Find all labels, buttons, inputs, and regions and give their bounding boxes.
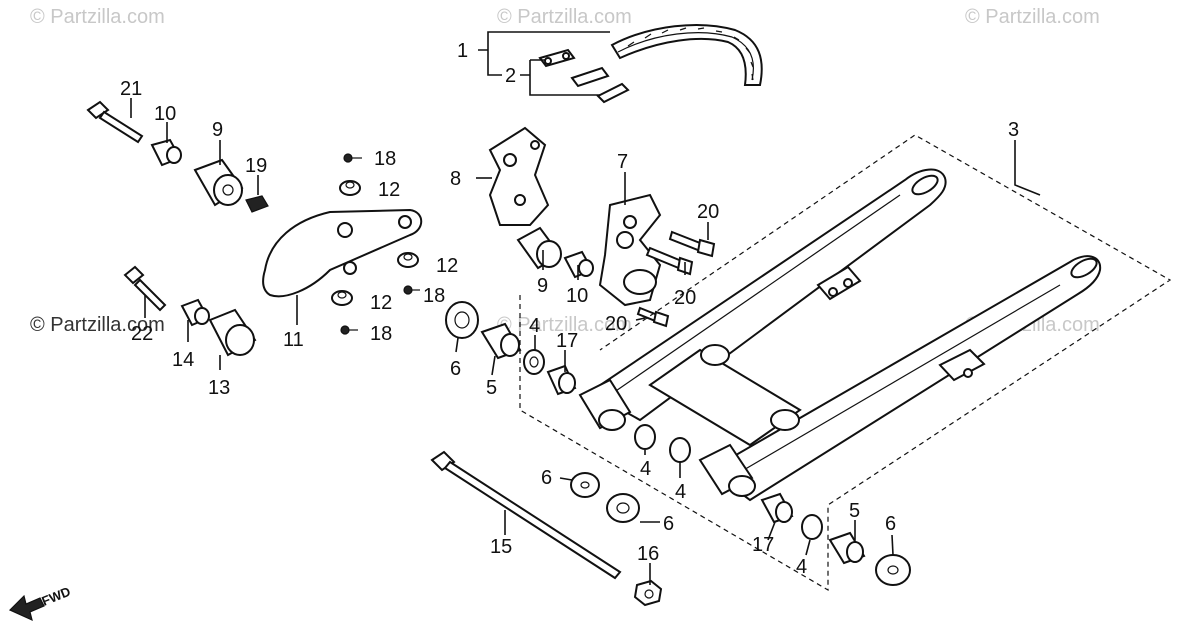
callout-17-a[interactable]: 17 xyxy=(556,330,578,352)
callout-labels: 1 2 3 4 4 4 4 5 5 6 6 6 6 7 8 9 9 10 10 … xyxy=(120,40,1019,578)
callout-14[interactable]: 14 xyxy=(172,349,194,371)
callout-5-b[interactable]: 5 xyxy=(849,500,860,522)
bolt-lower[interactable] xyxy=(123,265,167,312)
rubber-bushing-upper[interactable] xyxy=(193,158,244,207)
forward-direction-indicator: FWD xyxy=(8,584,73,622)
watermark-mid-center: © Partzilla.com xyxy=(497,314,632,336)
callout-6-a[interactable]: 6 xyxy=(450,358,461,380)
callout-20-c[interactable]: 20 xyxy=(605,313,627,335)
callout-3[interactable]: 3 xyxy=(1008,119,1019,141)
forward-arrow-icon xyxy=(8,594,45,622)
collar-upper[interactable] xyxy=(150,138,182,167)
callout-10-b[interactable]: 10 xyxy=(566,285,588,307)
callout-5-a[interactable]: 5 xyxy=(486,377,497,399)
callout-7[interactable]: 7 xyxy=(617,151,628,173)
cotter-pin-18-mid[interactable] xyxy=(403,285,420,295)
watermark-mid-left: © Partzilla.com xyxy=(30,314,165,336)
callout-15[interactable]: 15 xyxy=(490,536,512,558)
callout-9-b[interactable]: 9 xyxy=(537,275,548,297)
chain-master-link[interactable] xyxy=(538,48,630,104)
callout-18-a[interactable]: 18 xyxy=(374,148,396,170)
callout-18-c[interactable]: 18 xyxy=(370,323,392,345)
watermark-top-right: © Partzilla.com xyxy=(965,6,1100,28)
drive-chain[interactable] xyxy=(610,24,763,86)
callout-4-b[interactable]: 4 xyxy=(640,458,651,480)
callout-19[interactable]: 19 xyxy=(245,155,267,177)
dust-seal-6-lower-b[interactable] xyxy=(606,493,640,523)
callout-11[interactable]: 11 xyxy=(283,329,304,351)
chain-slider-bracket[interactable] xyxy=(598,193,662,307)
collar-bracket[interactable] xyxy=(563,250,594,279)
thrust-washer-4-mid[interactable] xyxy=(634,424,656,450)
callout-6-b[interactable]: 6 xyxy=(541,467,552,489)
watermark-top-left: © Partzilla.com xyxy=(30,6,165,28)
nut-16[interactable] xyxy=(633,579,663,607)
leader-lines xyxy=(130,31,1041,585)
callout-2[interactable]: 2 xyxy=(505,65,516,87)
callout-13[interactable]: 13 xyxy=(208,377,230,399)
swingarm[interactable] xyxy=(578,168,1102,502)
callout-1[interactable]: 1 xyxy=(457,40,468,62)
thrust-washer-4-right[interactable] xyxy=(669,437,691,463)
nut-19[interactable] xyxy=(245,195,269,213)
callout-9-a[interactable]: 9 xyxy=(212,119,223,141)
callout-17-b[interactable]: 17 xyxy=(752,534,774,556)
thrust-washer-4-left[interactable] xyxy=(523,349,545,375)
rubber-bushing-lower[interactable] xyxy=(208,308,257,357)
bolt-upper[interactable] xyxy=(86,100,144,144)
callout-4-a[interactable]: 4 xyxy=(529,315,540,337)
callout-12-b[interactable]: 12 xyxy=(436,255,458,277)
watermark-top-center: © Partzilla.com xyxy=(497,6,632,28)
dust-seal-left-upper[interactable] xyxy=(445,301,479,339)
thrust-washer-4-far[interactable] xyxy=(801,514,823,540)
callout-20-b[interactable]: 20 xyxy=(674,287,696,309)
collar-lower[interactable] xyxy=(180,298,210,327)
callout-12-a[interactable]: 12 xyxy=(378,179,400,201)
callout-4-c[interactable]: 4 xyxy=(675,481,686,503)
nut-12-low[interactable] xyxy=(331,290,353,306)
callout-4-d[interactable]: 4 xyxy=(796,556,807,578)
cotter-pin-18-low[interactable] xyxy=(340,325,358,335)
collar-5-right[interactable] xyxy=(828,531,866,565)
caliper-bracket[interactable] xyxy=(488,126,550,226)
callout-20-a[interactable]: 20 xyxy=(697,201,719,223)
needle-bearing-17-left[interactable] xyxy=(546,364,577,396)
forward-label: FWD xyxy=(40,584,73,609)
callout-8[interactable]: 8 xyxy=(450,168,461,190)
dust-seal-6-right[interactable] xyxy=(875,554,911,586)
callout-21[interactable]: 21 xyxy=(120,78,142,100)
callout-10-a[interactable]: 10 xyxy=(154,103,176,125)
callout-6-d[interactable]: 6 xyxy=(885,513,896,535)
callout-22[interactable]: 22 xyxy=(131,323,153,345)
nut-12-top[interactable] xyxy=(339,180,361,196)
torque-link[interactable] xyxy=(262,208,423,298)
bolt-bracket-3[interactable] xyxy=(636,306,670,328)
callout-18-b[interactable]: 18 xyxy=(423,285,445,307)
callout-16[interactable]: 16 xyxy=(637,543,659,565)
pivot-shaft[interactable] xyxy=(430,450,622,580)
rubber-bushing-bracket[interactable] xyxy=(516,226,562,270)
bolt-bracket-1[interactable] xyxy=(668,230,716,258)
collar-5-left[interactable] xyxy=(480,322,522,360)
dust-seal-6-lower-a[interactable] xyxy=(570,472,600,498)
cotter-pin-18-top[interactable] xyxy=(343,153,362,163)
nut-12-mid[interactable] xyxy=(397,252,419,268)
callout-6-c[interactable]: 6 xyxy=(663,513,674,535)
needle-bearing-17-right[interactable] xyxy=(760,492,794,524)
callout-12-c[interactable]: 12 xyxy=(370,292,392,314)
